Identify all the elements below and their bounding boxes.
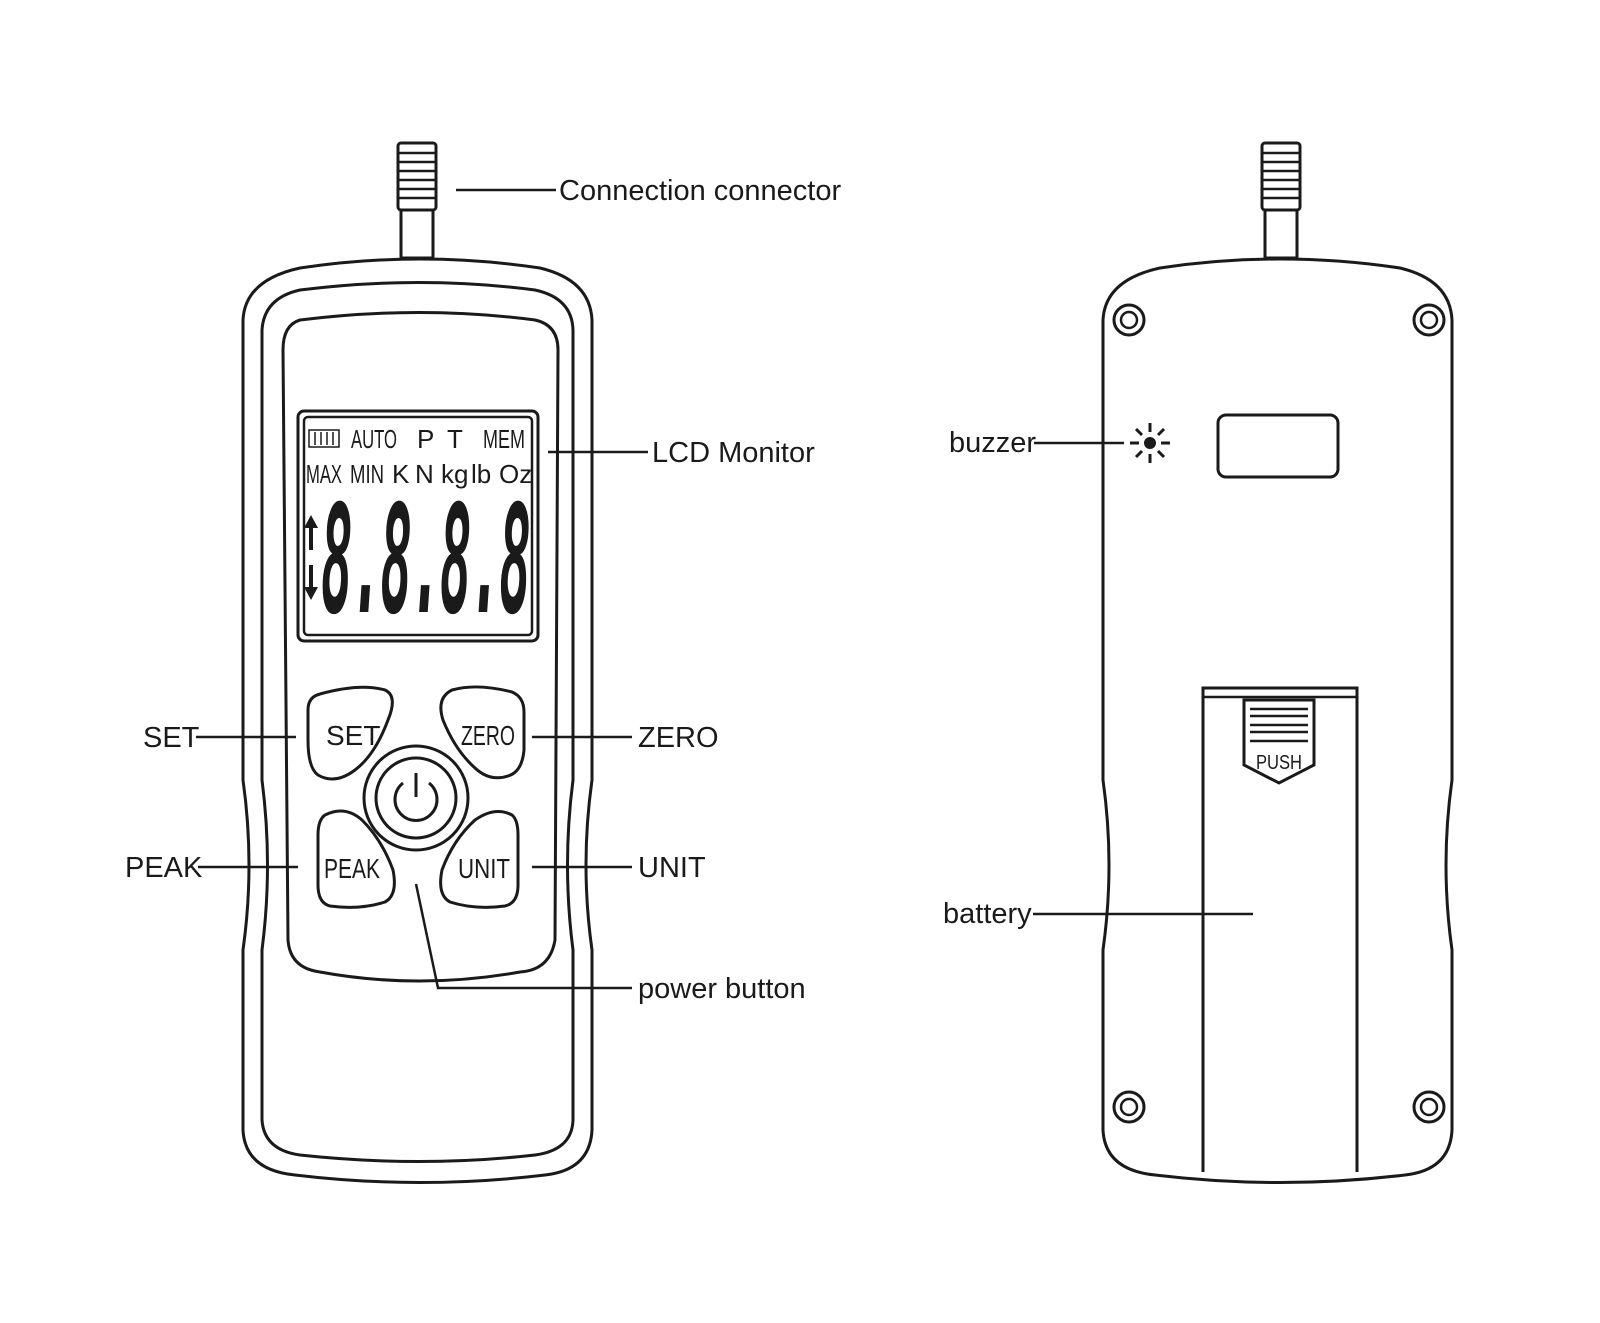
lcd-indicator-k: K bbox=[392, 459, 410, 489]
lcd-indicator-mem: MEM bbox=[483, 424, 525, 454]
peak-label: PEAK bbox=[125, 852, 203, 884]
lcd-indicator-kg: kg bbox=[441, 459, 468, 489]
screw-icon bbox=[1412, 303, 1446, 337]
push-label: PUSH bbox=[1256, 752, 1302, 774]
lcd-indicator-n: N bbox=[415, 459, 434, 489]
back-view: PUSH buzzer battery bbox=[943, 141, 1454, 1184]
back-leader-lines bbox=[1033, 441, 1253, 916]
lcd-indicator-p: P bbox=[417, 424, 434, 454]
front-body-outer bbox=[241, 257, 594, 1184]
label-window bbox=[1216, 413, 1340, 479]
connection-connector-label: Connection connector bbox=[559, 175, 841, 207]
zero-label: ZERO bbox=[638, 722, 719, 754]
peak-button-label: PEAK bbox=[324, 853, 380, 884]
power-button-label: power button bbox=[638, 973, 806, 1005]
battery-label: battery bbox=[943, 898, 1032, 930]
back-body-outline bbox=[1101, 257, 1454, 1184]
battery-cover[interactable]: PUSH bbox=[1201, 686, 1359, 1172]
lcd-monitor-label: LCD Monitor bbox=[652, 437, 815, 469]
lcd-indicator-t: T bbox=[447, 424, 463, 454]
front-body-inner bbox=[260, 281, 575, 1163]
lcd-indicator-min: MIN bbox=[350, 459, 384, 489]
zero-button-label: ZERO bbox=[461, 720, 515, 751]
face-plate bbox=[281, 311, 560, 983]
battery-level-icon bbox=[308, 429, 340, 448]
buzzer-icon bbox=[1130, 423, 1170, 463]
power-icon bbox=[393, 773, 439, 822]
lcd-indicator-oz: Oz bbox=[499, 459, 532, 489]
set-button-label: SET bbox=[326, 720, 380, 751]
screw-icon bbox=[1112, 1090, 1146, 1124]
set-button[interactable]: SET bbox=[306, 685, 394, 781]
screw-icon bbox=[1112, 303, 1146, 337]
buzzer-label: buzzer bbox=[949, 427, 1036, 459]
unit-label: UNIT bbox=[638, 852, 706, 884]
screw-icon bbox=[1412, 1090, 1446, 1124]
down-arrow-icon bbox=[304, 565, 318, 600]
lcd-indicator-auto: AUTO bbox=[351, 424, 397, 454]
power-button[interactable] bbox=[362, 744, 470, 852]
zero-button[interactable]: ZERO bbox=[439, 685, 526, 780]
battery-cover-latch[interactable]: PUSH bbox=[1242, 698, 1316, 785]
lcd-digits: 8.8.8.8 bbox=[321, 474, 529, 648]
front-leader-lines bbox=[196, 188, 648, 990]
unit-button[interactable]: UNIT bbox=[439, 809, 520, 909]
peak-button[interactable]: PEAK bbox=[316, 809, 396, 909]
lcd-monitor: AUTO P T MEM MAX MIN K N kg lb Oz 8.8.8.… bbox=[296, 409, 540, 648]
set-label: SET bbox=[143, 722, 200, 754]
unit-button-label: UNIT bbox=[458, 853, 510, 884]
lcd-indicator-max: MAX bbox=[306, 459, 342, 489]
connection-connector bbox=[396, 141, 438, 260]
front-view: AUTO P T MEM MAX MIN K N kg lb Oz 8.8.8.… bbox=[125, 141, 841, 1184]
up-arrow-icon bbox=[304, 515, 318, 550]
lcd-indicator-lb: lb bbox=[471, 459, 491, 489]
back-connector bbox=[1260, 141, 1302, 260]
